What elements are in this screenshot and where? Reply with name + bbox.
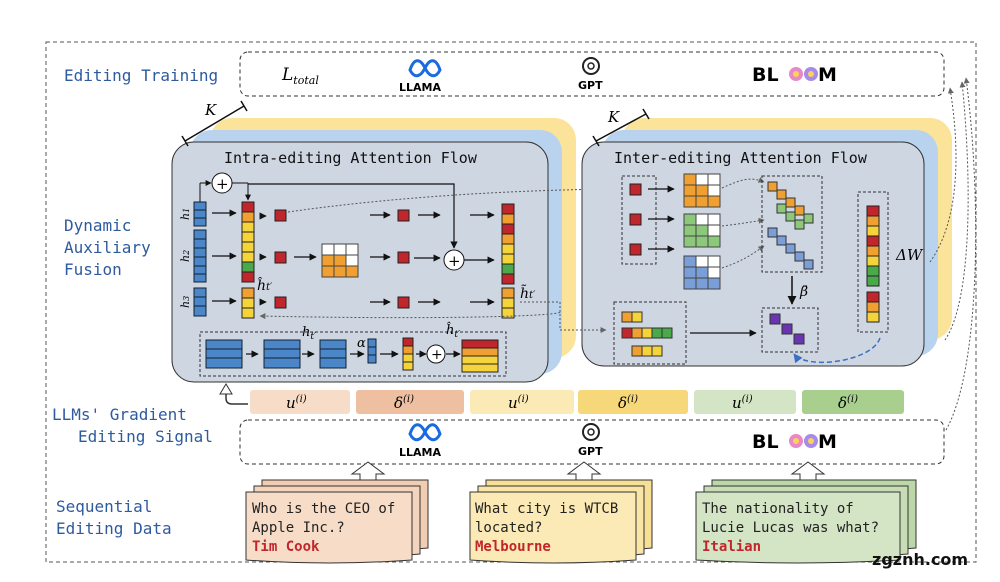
svg-text:+: +	[431, 347, 443, 363]
ht-hat-column	[241, 201, 255, 319]
h3-label: h3	[179, 296, 192, 308]
data-card-3: The nationality of Lucie Lucas was what?…	[695, 479, 917, 564]
gpt-logo-2: GPT	[578, 423, 603, 458]
delta-w-column	[866, 205, 880, 323]
bloom-left-2: BL	[752, 431, 779, 453]
delta-w-label: ΔW	[895, 246, 924, 264]
bloom-logo: BL M	[752, 64, 837, 86]
svg-text:u(i): u(i)	[732, 394, 753, 412]
svg-text:Apple Inc.?: Apple Inc.?	[252, 520, 345, 536]
stacked-rows	[621, 311, 673, 357]
gpt-logo: GPT	[578, 57, 603, 92]
label-signal: Editing Signal	[78, 427, 213, 446]
intra-k-label: K	[204, 101, 217, 119]
h2-label: h2	[179, 250, 192, 262]
signal-pill-u-2: u(i)	[470, 390, 574, 414]
openai-icon	[582, 57, 600, 75]
llama-label: LLAMA	[399, 81, 441, 94]
gpt-label: GPT	[578, 79, 603, 92]
svg-text:ht′: ht′	[302, 325, 316, 342]
attention-grid-blue	[683, 255, 721, 290]
svg-text:Tim Cook: Tim Cook	[252, 539, 320, 555]
signal-pill-u-1: u(i)	[250, 390, 350, 414]
ht-tilde-column	[501, 203, 515, 319]
svg-text:Who is the CEO of: Who is the CEO of	[252, 501, 395, 517]
signal-pill-d-2: δ(i)	[578, 390, 688, 414]
watermark: zgznh.com	[872, 550, 968, 569]
label-dynamic: Dynamic	[64, 216, 131, 235]
attention-grid-intra	[321, 243, 359, 278]
svg-text:u(i): u(i)	[508, 394, 529, 412]
label-editing-training: Editing Training	[64, 66, 218, 85]
svg-text:The nationality of: The nationality of	[702, 501, 854, 517]
inter-k-label: K	[607, 108, 620, 126]
svg-text:Melbourne: Melbourne	[475, 539, 551, 555]
svg-text:+: +	[448, 252, 461, 270]
svg-text:located?: located?	[475, 520, 542, 536]
svg-text:What city is WTCB: What city is WTCB	[475, 501, 618, 517]
svg-text:u(i): u(i)	[286, 394, 307, 412]
signal-pill-u-3: u(i)	[694, 390, 796, 414]
llama-logo-2: LLAMA	[399, 423, 442, 459]
intra-sub-box	[199, 331, 507, 377]
label-fusion: Fusion	[64, 260, 122, 279]
signal-model-box	[239, 419, 945, 465]
llama-logo: LLAMA	[399, 59, 442, 94]
openai-icon-2	[582, 423, 600, 441]
data-card-2: What city is WTCB located? Melbourne	[469, 479, 653, 564]
bloom-right: M	[818, 64, 837, 86]
signal-pill-d-1: δ(i)	[356, 390, 464, 414]
llama-label-2: LLAMA	[399, 446, 441, 459]
svg-text:+: +	[216, 175, 229, 193]
bloom-logo-2: BL M	[752, 431, 837, 453]
staircase-blocks	[767, 181, 814, 270]
ht-hat-label: ĥt′	[257, 276, 273, 294]
svg-text:δ(i): δ(i)	[394, 394, 414, 412]
h-input-columns	[193, 201, 207, 317]
svg-text:ĥt′: ĥt′	[446, 322, 460, 340]
label-sequential: Sequential	[56, 497, 152, 516]
training-model-box	[239, 51, 945, 97]
meta-icon	[408, 59, 442, 78]
purple-blocks	[769, 313, 805, 345]
meta-icon-2	[408, 423, 442, 442]
beta-label: β̄	[799, 284, 808, 300]
svg-text:δ(i): δ(i)	[838, 394, 858, 412]
intra-title: Intra-editing Attention Flow	[224, 149, 478, 167]
attention-grid-orange	[683, 173, 721, 208]
add-node-bottom	[426, 344, 446, 364]
ht-tilde-label: h̃t′	[520, 284, 536, 302]
svg-text:Italian: Italian	[702, 539, 761, 555]
signal-pill-d-3: δ(i)	[802, 390, 904, 414]
alpha-label: α	[357, 336, 366, 351]
svg-text:Lucie Lucas was what?: Lucie Lucas was what?	[702, 520, 879, 536]
bloom-right-2: M	[818, 431, 837, 453]
label-auxiliary: Auxiliary	[64, 238, 151, 257]
label-editing-data: Editing Data	[56, 519, 172, 538]
label-gradient: LLMs' Gradient	[52, 405, 187, 424]
gpt-label-2: GPT	[578, 445, 603, 458]
data-card-1: Who is the CEO of Apple Inc.? Tim Cook	[245, 479, 429, 564]
h1-label: h1	[179, 208, 192, 220]
inter-panel	[581, 141, 925, 367]
bloom-left: BL	[752, 64, 779, 86]
loss-label: Ltotal	[281, 65, 319, 87]
svg-text:δ(i): δ(i)	[618, 394, 638, 412]
inter-title: Inter-editing Attention Flow	[614, 149, 868, 167]
attention-grid-green	[683, 213, 721, 248]
